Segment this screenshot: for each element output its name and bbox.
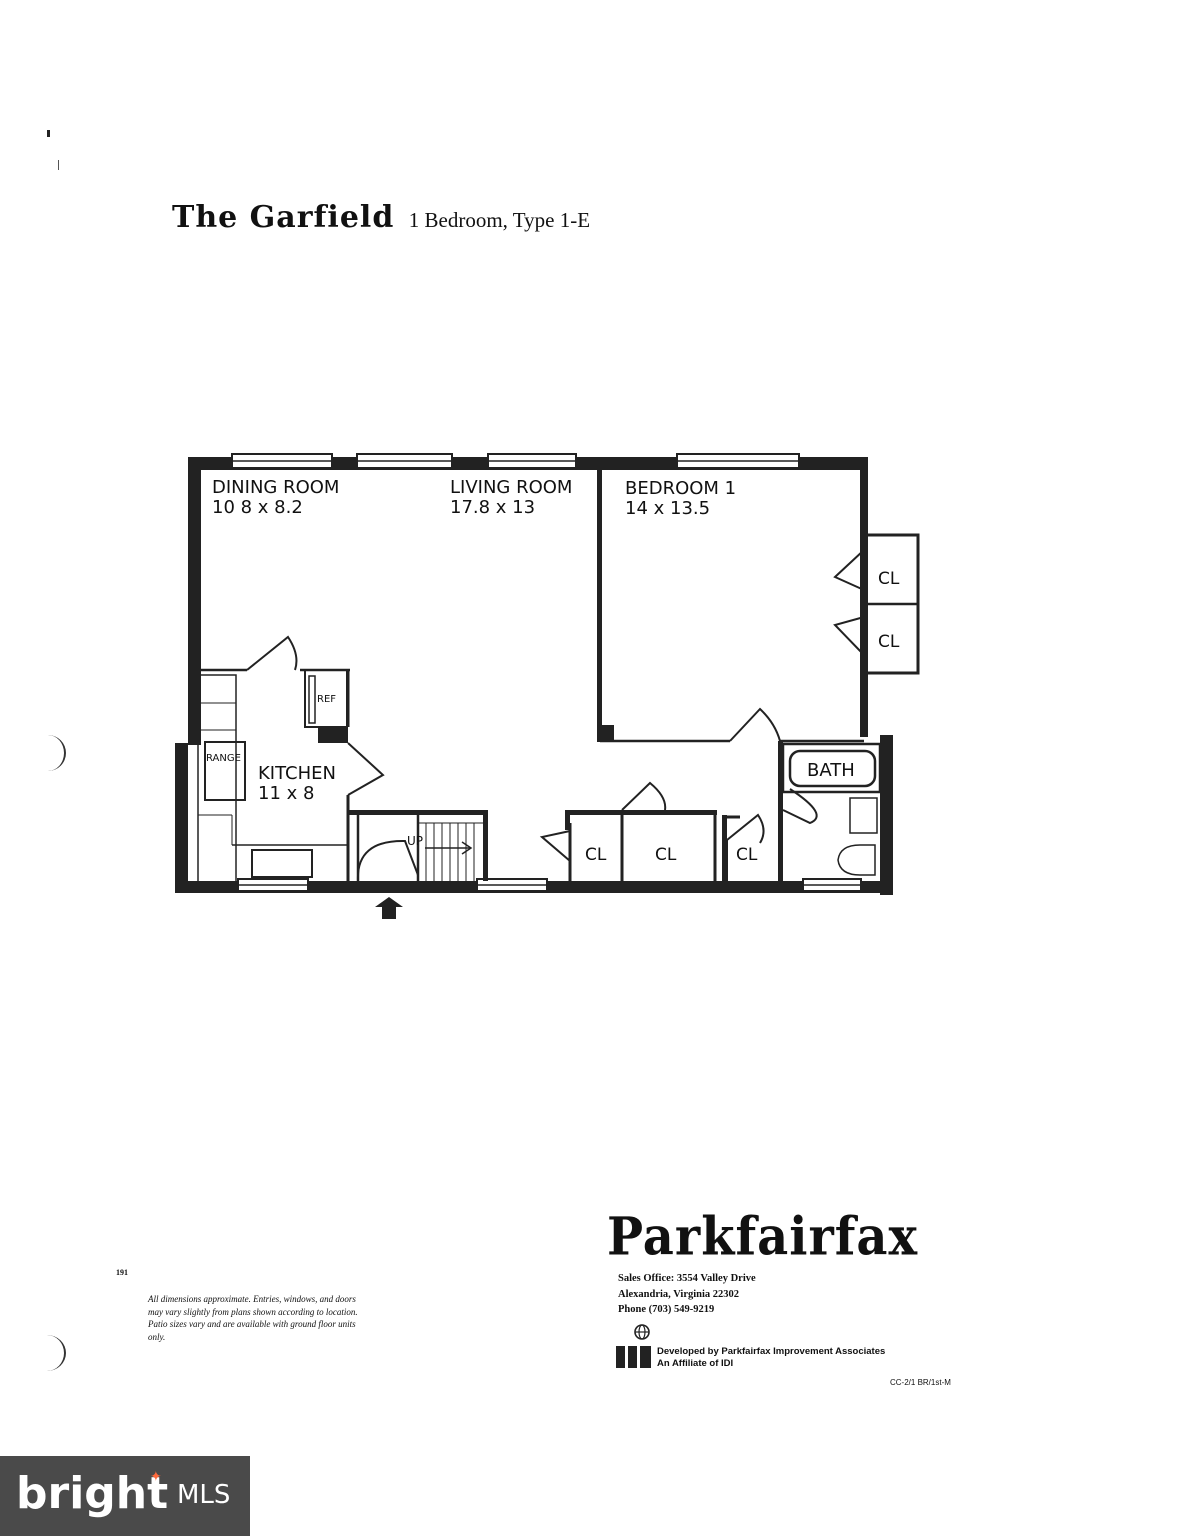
bedroom-size: 14 x 13.5 [625, 498, 710, 519]
closet-label: CL [736, 845, 758, 865]
ref-label: REF [317, 694, 336, 705]
closet-door-1 [833, 549, 865, 591]
affiliate-text: An Affiliate of IDI [657, 1358, 734, 1369]
plan-title: The Garfield 1 Bedroom, Type 1-E [172, 200, 590, 235]
entry-arrow-icon [375, 897, 403, 919]
bedroom-wall-left [597, 470, 602, 742]
closet-label: CL [655, 845, 677, 865]
watermark-suffix: MLS [177, 1480, 231, 1510]
living-room-size: 17.8 x 13 [450, 497, 535, 518]
page-number: 191 [116, 1268, 128, 1277]
scan-mark [47, 130, 50, 137]
floor-plan: DINING ROOM 10 8 x 8.2 LIVING ROOM 17.8 … [175, 453, 920, 919]
kitchen-size: 11 x 8 [258, 783, 314, 804]
wall-left-lower [175, 743, 188, 893]
sales-office: Sales Office: 3554 Valley Drive [618, 1273, 756, 1284]
sales-city: Alexandria, Virginia 22302 [618, 1288, 740, 1300]
closet-door-2 [833, 616, 865, 656]
wall-kitchen-side [188, 670, 201, 745]
windows-top [231, 453, 800, 469]
watermark-star-icon: ✦ [150, 1468, 162, 1484]
wall-left [188, 457, 201, 693]
bath-plan [778, 741, 882, 881]
scan-mark [58, 160, 59, 170]
range-label: RANGE [206, 753, 241, 764]
bedroom-label: BEDROOM 1 [625, 478, 736, 499]
model-subtitle: 1 Bedroom, Type 1-E [408, 208, 591, 232]
sales-phone: Phone (703) 549-9219 [618, 1304, 715, 1315]
binder-hole [28, 1335, 66, 1371]
dining-room-size: 10 8 x 8.2 [212, 497, 303, 518]
windows-bottom [237, 878, 862, 892]
stair-entry [348, 810, 488, 882]
living-room-label: LIVING ROOM [450, 477, 572, 498]
closet-label: CL [878, 632, 900, 652]
up-label: UP [407, 834, 423, 848]
document-code: CC-2/1 BR/1st-M [890, 1378, 951, 1387]
kitchen-label: KITCHEN [258, 763, 336, 784]
bedroom-corner [597, 725, 614, 742]
disclaimer-note: All dimensions approximate. Entries, win… [148, 1294, 358, 1342]
wall-bath-right [880, 735, 893, 895]
watermark-brand: bright [16, 1468, 169, 1519]
developer-logo-icon [616, 1324, 651, 1368]
kitchen-plan [197, 635, 385, 886]
brand-logo: Parkfairfax [607, 1206, 919, 1268]
sales-office-info: Sales Office: 3554 Valley Drive Alexandr… [618, 1271, 756, 1318]
model-name: The Garfield [172, 200, 395, 235]
dining-room-label: DINING ROOM [212, 477, 339, 498]
closet-label: CL [585, 845, 607, 865]
developer-text: Developed by Parkfairfax Improvement Ass… [657, 1346, 886, 1357]
closet-label: CL [878, 569, 900, 589]
mls-watermark: bright ✦ MLS [0, 1456, 250, 1536]
bedroom-door [729, 707, 781, 742]
lower-closets [539, 781, 765, 881]
binder-hole [30, 735, 66, 771]
developer-info: Developed by Parkfairfax Improvement Ass… [657, 1346, 885, 1370]
bath-label: BATH [807, 760, 855, 781]
